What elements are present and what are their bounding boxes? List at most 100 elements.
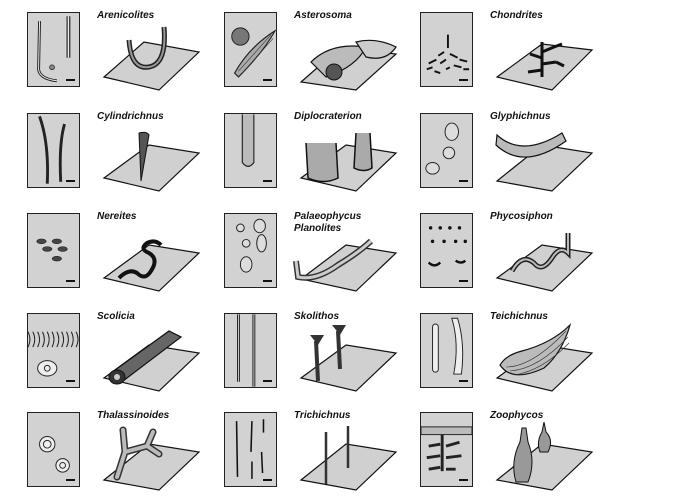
ichnogenus-label: Trichichnus <box>294 410 351 421</box>
ichnogenus-label: Palaeophycus Planolites <box>294 211 361 235</box>
scale-bar <box>459 380 468 382</box>
block-diagram <box>286 422 401 492</box>
scale-bar <box>263 79 272 81</box>
oval-plan-icon <box>425 122 460 175</box>
meander-3d-icon <box>102 239 201 292</box>
block-diagram <box>286 22 401 92</box>
ichnogenus-label: Asterosoma <box>294 10 352 21</box>
stacked-spreite-3d-icon <box>495 323 594 392</box>
scale-bar <box>459 180 468 182</box>
scale-bar <box>66 280 75 282</box>
panel-zoophycos: Zoophycos <box>420 410 600 492</box>
dots-plan-icon <box>427 226 467 267</box>
ichnogenus-label: Phycosiphon <box>490 211 553 222</box>
conical-plan-icon <box>38 115 66 184</box>
curved-tube-3d-icon <box>495 132 594 192</box>
spreite-plan-icon <box>241 114 255 167</box>
branching-3d-icon <box>495 42 594 91</box>
block-diagram <box>286 231 401 293</box>
panel-nereites: Nereites <box>27 211 207 293</box>
panel-diplocraterion: Diplocraterion <box>224 111 404 193</box>
ichnogenus-label: Teichichnus <box>490 311 548 322</box>
plan-view <box>224 412 277 487</box>
ichnogenus-label: Nereites <box>97 211 137 222</box>
plan-view <box>420 113 473 188</box>
panel-chondrites: Chondrites <box>420 10 600 92</box>
u-tube-3d-icon <box>102 26 201 91</box>
plan-view <box>420 12 473 87</box>
panel-palaeophycus-planolites: Palaeophycus Planolites <box>224 211 404 293</box>
scale-bar <box>66 180 75 182</box>
scale-bar <box>459 479 468 481</box>
vertical-pipes-3d-icon <box>299 325 398 392</box>
block-diagram <box>286 123 401 193</box>
bulbous-fan-3d-icon <box>299 39 398 91</box>
plan-view <box>224 113 277 188</box>
plan-view <box>27 12 80 87</box>
block-diagram <box>89 22 204 92</box>
segmented-plan-icon <box>432 317 464 375</box>
panel-arenicolites: Arenicolites <box>27 10 207 92</box>
small-spreite-3d-icon <box>495 233 594 292</box>
plan-view <box>224 313 277 388</box>
plan-view <box>224 213 277 288</box>
panel-skolithos: Skolithos <box>224 311 404 393</box>
label-line-2: Planolites <box>294 223 342 234</box>
plan-view <box>420 313 473 388</box>
plan-view <box>27 213 80 288</box>
ichnogenus-label: Cylindrichnus <box>97 111 164 122</box>
block-diagram <box>482 223 597 293</box>
ichnogenus-label: Diplocraterion <box>294 111 362 122</box>
block-diagram <box>482 123 597 193</box>
scale-bar <box>459 79 468 81</box>
backfill-plan-icon <box>28 331 79 377</box>
y-branch-3d-icon <box>102 426 201 491</box>
helical-plan-icon <box>421 426 472 472</box>
meander-plan-icon <box>36 238 68 262</box>
block-diagram <box>89 223 204 293</box>
plan-view <box>420 412 473 487</box>
scale-bar <box>263 280 272 282</box>
plan-view <box>420 213 473 288</box>
ichnogenus-label: Skolithos <box>294 311 340 322</box>
panel-asterosoma: Asterosoma <box>224 10 404 92</box>
thin-vertical-3d-icon <box>299 426 398 491</box>
backfilled-trail-3d-icon <box>102 330 201 392</box>
scale-bar <box>459 280 468 282</box>
plan-view <box>27 313 80 388</box>
panel-teichichnus: Teichichnus <box>420 311 600 393</box>
panel-thalassinoides: Thalassinoides <box>27 410 207 492</box>
block-diagram <box>89 422 204 492</box>
branching-plan-icon <box>426 34 470 74</box>
u-tube-plan-icon <box>37 16 71 83</box>
block-diagram <box>89 323 204 393</box>
label-line-1: Palaeophycus <box>294 211 362 222</box>
panel-glyphichnus: Glyphichnus <box>420 111 600 193</box>
panel-scolicia: Scolicia <box>27 311 207 393</box>
helical-spreite-3d-icon <box>495 422 594 491</box>
spreite-u-3d-icon <box>299 132 398 192</box>
horizontal-tube-3d-icon <box>293 238 398 292</box>
plan-view <box>27 113 80 188</box>
block-diagram <box>286 323 401 393</box>
panel-cylindrichnus: Cylindrichnus <box>27 111 207 193</box>
ichnogenus-label: Scolicia <box>97 311 135 322</box>
scale-bar <box>263 479 272 481</box>
panel-trichichnus: Trichichnus <box>224 410 404 492</box>
block-diagram <box>482 323 597 393</box>
ichnogenus-label: Chondrites <box>490 10 543 21</box>
oval-sections-plan-icon <box>236 218 267 273</box>
panel-phycosiphon: Phycosiphon <box>420 211 600 293</box>
plan-view <box>224 12 277 87</box>
scale-bar <box>66 380 75 382</box>
conical-3d-icon <box>102 131 201 192</box>
vertical-pipes-plan-icon <box>237 314 256 387</box>
ichnogenus-label: Glyphichnus <box>490 111 551 122</box>
ichnogenus-label: Zoophycos <box>490 410 544 421</box>
scale-bar <box>263 380 272 382</box>
scale-bar <box>66 79 75 81</box>
ichnogenus-label: Thalassinoides <box>97 410 170 421</box>
plan-view <box>27 412 80 487</box>
thin-lines-plan-icon <box>235 419 265 479</box>
block-diagram <box>482 422 597 492</box>
